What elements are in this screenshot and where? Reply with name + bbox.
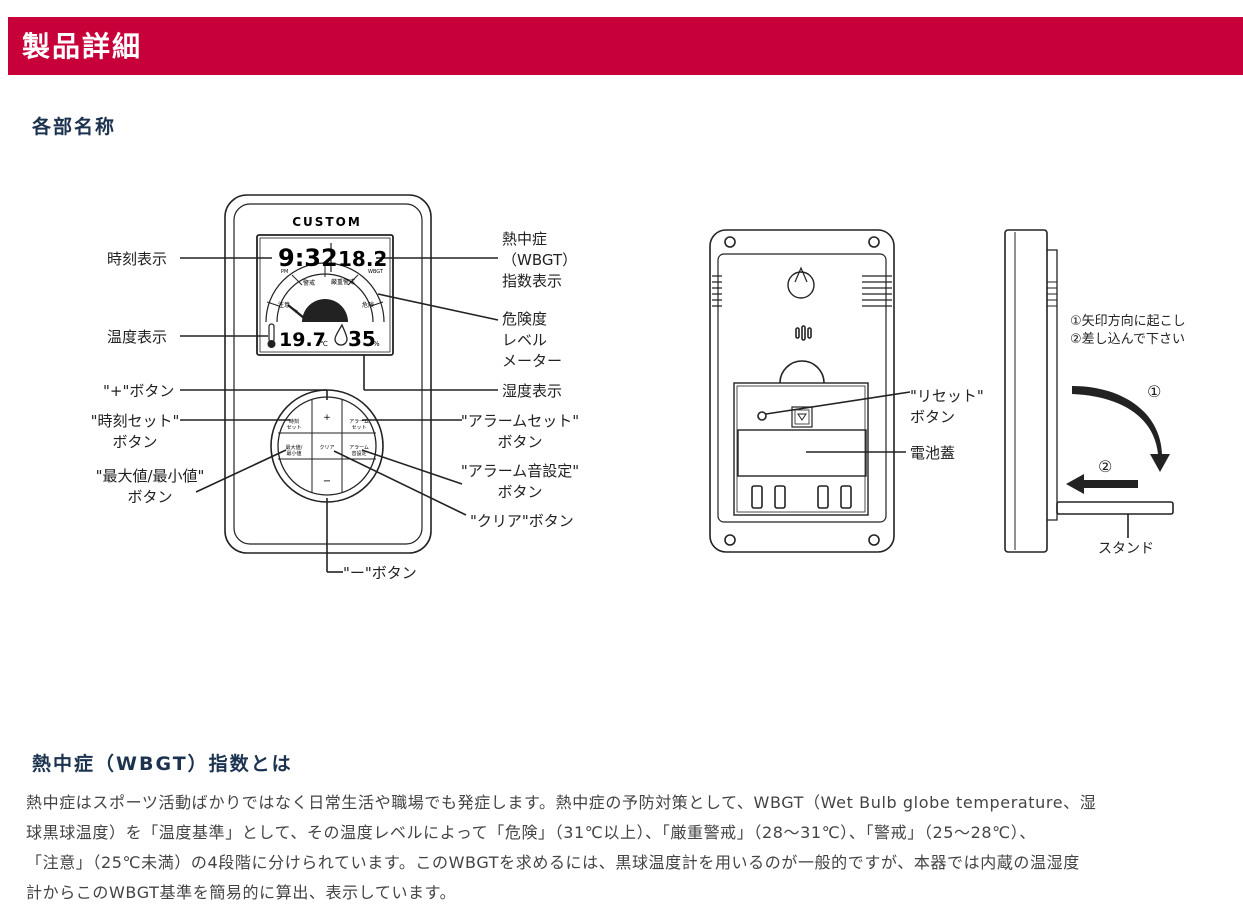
minus-button[interactable]: − [323,476,331,487]
callout-time-display: 時刻表示 [107,250,167,268]
meter-label-danger: 危険 [362,301,374,309]
battery-cover [737,429,867,477]
callout-reset-button: "リセット"ボタン [910,387,984,426]
arrow-insert-icon [1066,474,1138,494]
lcd-humidity-unit: % [373,340,380,348]
description-line: 計からこのWBGT基準を簡易的に算出、表示しています。 [26,883,457,902]
lcd-wbgt-unit: ℃ [375,260,383,268]
callout-alarm-set: "アラームセット"ボタン [461,412,579,451]
wbgt-description: 熱中症はスポーツ活動ばかりではなく日常生活や職場でも発症します。熱中症の予防対策… [26,788,1238,908]
callout-temp-display: 温度表示 [107,328,167,346]
callout-plus-button: "+"ボタン [103,382,174,400]
plus-button[interactable]: + [323,413,331,423]
lcd-humidity: 35 [348,327,376,351]
callout-stand: スタンド [1098,541,1154,557]
humidity-drop-icon [334,323,348,346]
arrow-raise-icon [1072,386,1170,472]
device-outer-body [224,194,432,554]
callout-humidity-display: 湿度表示 [502,382,562,400]
parts-section-title: 各部名称 [32,116,117,138]
callout-alarm-sound: "アラーム音設定"ボタン [461,462,579,501]
meter-label-severe: 厳重警戒 [331,278,355,286]
lcd-time: 9:32 [278,244,338,272]
description-line: 球黒球温度）を「温度基準」として、その温度レベルによって「危険」（31℃以上）、… [26,823,1036,842]
lcd-frame [256,234,394,356]
alarm-set-button[interactable]: アラームセット [349,419,369,431]
meter-needle-hub [302,299,348,322]
callout-clear-button: "クリア"ボタン [470,512,574,530]
callout-minus-button: "ー"ボタン [343,564,417,582]
front-view [180,194,1174,573]
battery-compartment [733,382,869,516]
brand-logo: CUSTOM [292,215,362,229]
lcd-temp: 19.7 [279,329,326,351]
meter-label-caution: 注意 [278,301,290,309]
callout-danger-meter: 危険度レベルメーター [502,310,562,370]
clock-set-button[interactable]: 時刻セット [286,418,301,431]
clear-button[interactable]: クリア [319,445,334,451]
page-header: 製品詳細 [8,17,1243,75]
description-line: 熱中症はスポーツ活動ばかりではなく日常生活や職場でも発症します。熱中症の予防対策… [26,793,1097,812]
callout-wbgt-display: 熱中症（WBGT）指数表示 [502,230,577,290]
side-body [1004,229,1048,553]
maxmin-button[interactable]: 最大値/最小値 [286,444,303,457]
wbgt-section-title: 熱中症（WBGT）指数とは [32,753,293,775]
page-title: 製品詳細 [22,30,143,63]
lcd-wbgt: 18.2 [338,247,387,271]
reset-hole [757,411,767,421]
description-line: 「注意」（25℃未満）の4段階に分けられています。このWBGTを求めるには、黒球… [26,853,1080,872]
alarm-sound-button[interactable]: アラーム音設定 [349,445,369,457]
callout-maxmin: "最大値/最小値"ボタン [96,467,205,506]
lcd-wbgt-label: WBGT [368,269,384,275]
lcd-temp-unit: ℃ [320,340,328,348]
meter-label-warning: 警戒 [303,279,315,287]
stand [1056,501,1174,515]
back-body [709,229,895,553]
lcd-ampm: PM [281,269,288,275]
step2-mark: ② [1098,457,1112,476]
callout-clock-set: "時刻セット"ボタン [91,412,180,451]
callout-battery-cover: 電池蓋 [910,444,955,462]
step1-mark: ① [1147,382,1161,401]
